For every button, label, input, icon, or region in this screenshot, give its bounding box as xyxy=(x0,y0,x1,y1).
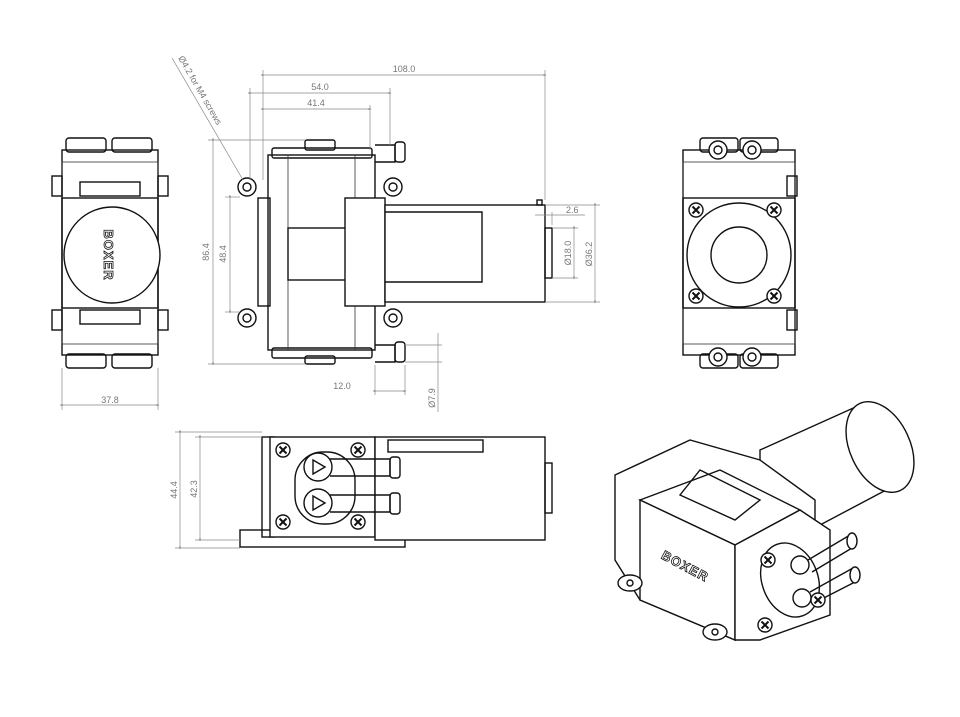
dim-total-depth: 44.4 xyxy=(169,481,179,499)
dim-body-depth: 42.3 xyxy=(189,480,199,498)
dim-mount-hole-spacing-x: 41.4 xyxy=(307,98,325,108)
front-view: 108.0 54.0 41.4 86.4 48.4 Ø36.2 Ø18.0 2.… xyxy=(171,54,600,412)
brand-logo-end: BOXER xyxy=(101,229,116,280)
dim-end-width: 37.8 xyxy=(101,395,119,405)
side-view: 44.4 42.3 xyxy=(169,430,553,550)
screw-hole-note: Ø4.2 for M4 screws xyxy=(176,54,224,127)
dim-motor-shaft-boss: 2.6 xyxy=(566,205,579,215)
motor-face xyxy=(686,202,792,308)
left-end-view: BOXER 37.8 xyxy=(51,137,169,410)
dim-barb-length: 12.0 xyxy=(333,381,351,391)
dim-motor-diameter: Ø36.2 xyxy=(584,242,594,267)
dim-motor-boss-diameter: Ø18.0 xyxy=(563,241,573,266)
motor-body xyxy=(384,204,546,303)
motor-body-side xyxy=(374,436,546,541)
right-end-view xyxy=(682,137,798,369)
dim-pump-head-length: 54.0 xyxy=(311,82,329,92)
dim-overall-height: 86.4 xyxy=(201,243,211,261)
dim-barb-diameter: Ø7.9 xyxy=(427,388,437,408)
motor-end-cap xyxy=(63,206,161,304)
dim-overall-length: 108.0 xyxy=(393,64,416,74)
dim-mount-hole-spacing-y: 48.4 xyxy=(218,245,228,263)
isometric-view: BOXER xyxy=(614,400,915,642)
